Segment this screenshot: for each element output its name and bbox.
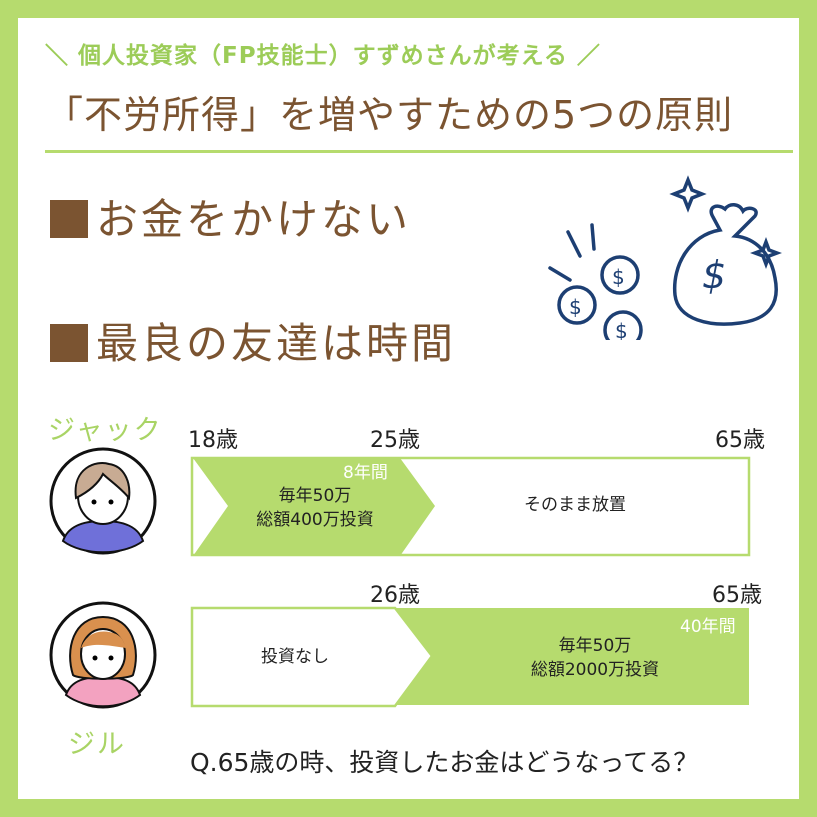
money-bag-coins-icon: $ $ $ $ [548,175,782,340]
square-bullet-icon [50,324,88,362]
principle-label: 最良の友達は時間 [96,319,457,368]
page-title: 「不労所得」を増やすための5つの原則 [45,93,734,137]
svg-text:$: $ [702,253,726,297]
jill-avatar [49,601,157,709]
age-label: 65歳 [715,428,765,453]
duration-label: 8年間 [343,463,388,483]
principle-1: お金をかけない [50,186,411,247]
square-bullet-icon [50,200,88,238]
before-text: 投資なし [261,647,329,667]
age-label: 65歳 [712,583,762,608]
question: Q.65歳の時、投資したお金はどうなってる？ [190,748,699,777]
age-label: 26歳 [370,583,420,608]
invest-text: 毎年50万総額2000万投資 [500,634,690,682]
subtitle: ＼ 個人投資家（FP技能士）すずめさんが考える ／ [45,43,601,69]
jack-avatar [49,447,157,555]
invest-line: 毎年50万 [558,636,632,656]
after-text: そのまま放置 [524,495,626,515]
jill-name: ジル [68,729,126,760]
jill-timeline [190,606,749,708]
age-label: 25歳 [370,428,420,453]
age-label: 18歳 [188,428,238,453]
jack-name: ジャック [48,415,163,446]
invest-line: 総額400万投資 [256,510,374,530]
jack-timeline [190,456,751,557]
principle-label: お金をかけない [96,195,412,244]
svg-text:$: $ [615,319,628,340]
principle-2: 最良の友達は時間 [50,310,456,371]
duration-label: 40年間 [680,617,736,637]
invest-period-arrow [193,458,435,556]
divider [45,150,793,153]
invest-line: 毎年50万 [278,486,352,506]
svg-text:$: $ [569,295,582,319]
invest-text: 毎年50万総額400万投資 [230,484,400,532]
svg-text:$: $ [612,265,625,289]
invest-line: 総額2000万投資 [530,660,660,680]
no-invest-arrow [190,606,434,708]
